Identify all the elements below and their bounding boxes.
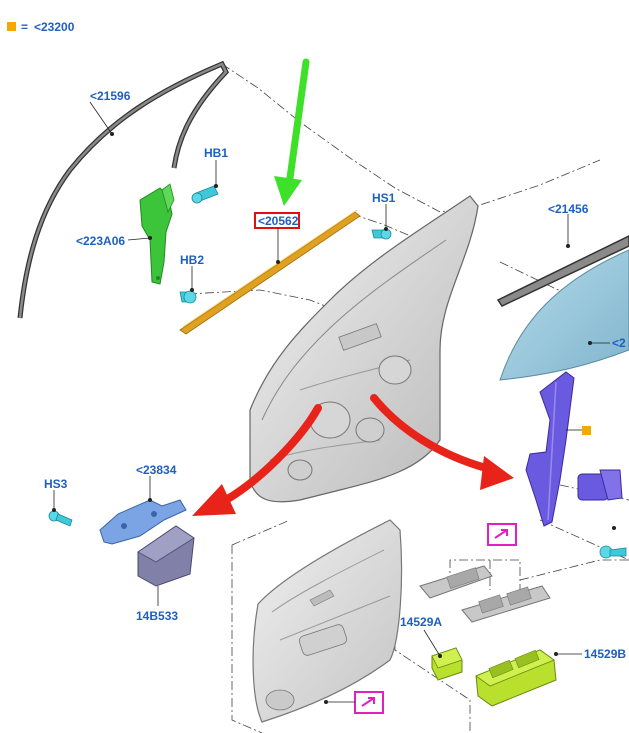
- green-arrow-icon: [274, 58, 310, 206]
- switch-a: [431, 647, 463, 681]
- label-switch-b: 14529B: [584, 647, 626, 661]
- switch-bezel: [419, 565, 493, 599]
- legend-swatch-icon: [582, 426, 591, 435]
- switch-bezel: [461, 585, 551, 623]
- bracket-blue: [99, 499, 187, 545]
- door-trim-panel: [252, 519, 403, 723]
- label-bolt-hb2: HB2: [180, 253, 204, 267]
- bracket-green: [139, 183, 175, 285]
- label-switch-a: 14529A: [400, 615, 442, 629]
- label-bolt-hb1: HB1: [204, 146, 228, 160]
- label-bolt-hs3: HS3: [44, 477, 68, 491]
- bolt-hs3: [48, 510, 73, 527]
- red-arrow-icon: [192, 404, 322, 516]
- legend-swatch-icon: [7, 22, 16, 31]
- glass-run-front: [17, 60, 230, 319]
- weatherstrip: [179, 209, 361, 335]
- red-arrow-icon: [370, 394, 514, 490]
- door-module: [137, 525, 195, 587]
- link-icon: [361, 697, 375, 707]
- glass-run-rear: [496, 235, 629, 307]
- label-bracket-green: <223A06: [76, 234, 125, 248]
- screw-hs1: [371, 228, 392, 240]
- bolt-hb1: [191, 185, 219, 204]
- bolt-hb2: [179, 290, 197, 304]
- highlight-box: [254, 212, 300, 229]
- switch-b: [475, 649, 557, 707]
- link-icon: [494, 529, 508, 539]
- label-door-module: 14B533: [136, 609, 178, 623]
- legend-equals: =: [21, 20, 28, 34]
- screw: [599, 545, 627, 559]
- label-screw-hs1: HS1: [372, 191, 396, 205]
- label-bracket-blue: <23834: [136, 463, 177, 477]
- label-glass-run-front: <21596: [90, 89, 131, 103]
- label-glass-run-rear: <21456: [548, 202, 589, 216]
- legend-code: <23200: [34, 20, 75, 34]
- window-regulator: [525, 371, 623, 527]
- label-glass: <2: [612, 336, 626, 350]
- label-weatherstrip: <20562: [258, 214, 299, 228]
